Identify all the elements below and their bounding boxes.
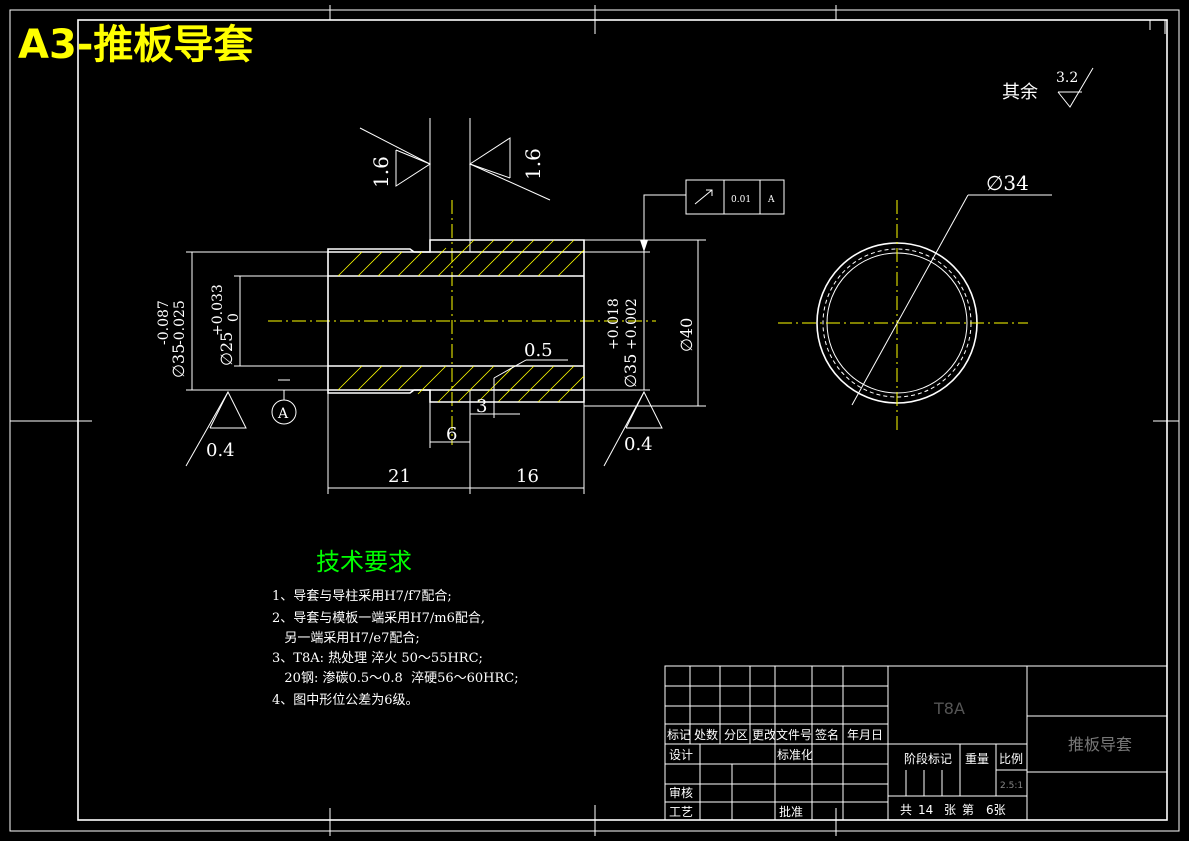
drawing-title: A3-推板导套	[18, 22, 253, 68]
runout-icon	[694, 189, 713, 205]
tech-line-2: 2、导套与模板一端采用H7/m6配合,	[272, 610, 485, 626]
tb-scale: 2.5:1	[1000, 781, 1023, 791]
tb-biaozhunhua: 标准化	[777, 748, 813, 762]
tb-h-fenqu: 分区	[724, 728, 748, 742]
title-block	[664, 665, 1168, 821]
tb-h-qianming: 签名	[815, 727, 839, 742]
dim-circle: ∅34	[986, 171, 1029, 195]
tech-line-6: 4、图中形位公差为6级。	[272, 693, 419, 708]
tech-line-1: 1、导套与导柱采用H7/f7配合;	[272, 588, 452, 604]
inner-border	[77, 19, 1168, 821]
tb-sheji: 设计	[669, 748, 693, 762]
end-view	[778, 194, 1052, 430]
tolerance-value: 0.01	[731, 195, 751, 205]
tb-gong: 共	[900, 803, 912, 817]
tb-jieduan: 阶段标记	[904, 751, 952, 766]
roughness-r2: 1.6	[521, 148, 545, 180]
tb-bili: 比例	[999, 752, 1023, 766]
tb-material: T8A	[933, 699, 965, 718]
outer-border	[9, 9, 1180, 832]
tech-heading: 技术要求	[316, 548, 412, 576]
surface-rest-label: 其余	[1002, 82, 1038, 103]
dim-outer-left: ∅35	[169, 344, 188, 378]
tb-name: 推板导套	[1068, 735, 1132, 754]
hatch-bottom	[337, 365, 585, 403]
tb-h-biaoji: 标记	[667, 728, 691, 742]
dim-bore-lo: 0	[226, 313, 242, 322]
dim-len-right: 16	[516, 466, 539, 487]
dim-groove-d: 3	[476, 396, 487, 417]
dim-len-left: 21	[388, 466, 411, 487]
tolerance-datum: A	[767, 195, 775, 205]
tech-line-5: 20钢: 渗碳0.5～0.8 淬硬56～60HRC;	[272, 671, 519, 686]
dim-outer-left-up: -0.025	[172, 300, 188, 345]
datum-label: A	[277, 406, 289, 422]
tb-total: 14	[918, 803, 933, 817]
dim-flange: ∅40	[677, 318, 696, 352]
tb-h-nianyueri: 年月日	[847, 728, 883, 742]
tb-shenhe: 审核	[669, 785, 693, 800]
tb-sheet: 6张	[986, 803, 1006, 817]
surface-rest-symbol	[1057, 67, 1094, 108]
tb-gongyi: 工艺	[669, 805, 693, 819]
hatch-top	[337, 239, 585, 277]
dim-right: ∅35	[621, 354, 640, 388]
dim-right-up: +0.018	[606, 298, 622, 350]
tb-pizhun: 批准	[779, 804, 803, 819]
tb-zhongliang: 重量	[965, 752, 989, 766]
dim-outer-left-lo: -0.087	[156, 300, 172, 345]
tolerance-frame	[685, 179, 785, 215]
section-view	[185, 118, 706, 494]
roughness-r4: 0.4	[624, 434, 653, 455]
dim-bore-up: +0.033	[210, 284, 226, 336]
roughness-r1: 1.6	[369, 156, 393, 188]
tb-zhang: 张	[944, 803, 956, 817]
dim-bore: ∅25	[217, 332, 236, 366]
dim-groove-w: 6	[446, 424, 457, 445]
tb-di: 第	[962, 803, 974, 817]
roughness-r5: 0.5	[524, 340, 553, 361]
surface-rest-value: 3.2	[1056, 70, 1078, 86]
tb-h-chushu: 处数	[694, 727, 718, 742]
tech-line-3: 另一端采用H7/e7配合;	[272, 631, 420, 646]
roughness-r3: 0.4	[206, 440, 235, 461]
dim-right-lo: +0.002	[624, 298, 640, 350]
tech-line-4: 3、T8A: 热处理 淬火 50～55HRC;	[272, 651, 483, 666]
tb-h-gengai: 更改文件号	[752, 727, 812, 742]
